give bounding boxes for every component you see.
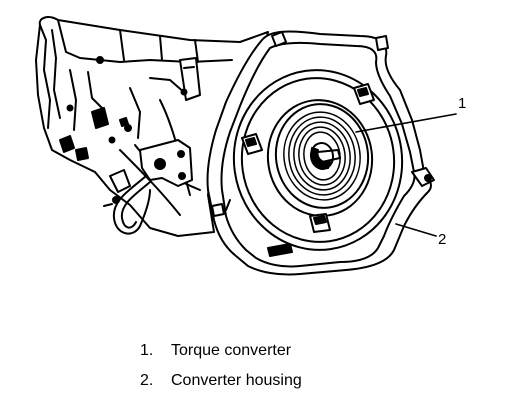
legend-item-number: 1. [140, 342, 154, 359]
leader-line-2 [395, 223, 437, 237]
parts-legend: 1. Torque converter 2. Converter housing [140, 336, 302, 396]
transmission-illustration: 1 2 [35, 16, 466, 276]
callout-1: 1 [458, 95, 466, 112]
torque-converter [232, 69, 404, 251]
callout-2: 2 [438, 231, 446, 248]
legend-item: 2. Converter housing [140, 366, 302, 396]
legend-item: 1. Torque converter [140, 336, 302, 366]
leader-line-1 [355, 113, 457, 133]
legend-item-label: Converter housing [171, 372, 302, 389]
leader-lines [355, 113, 457, 237]
legend-item-label: Torque converter [171, 342, 292, 359]
legend-item-number: 2. [140, 372, 154, 389]
bracket-and-cable [103, 139, 193, 235]
